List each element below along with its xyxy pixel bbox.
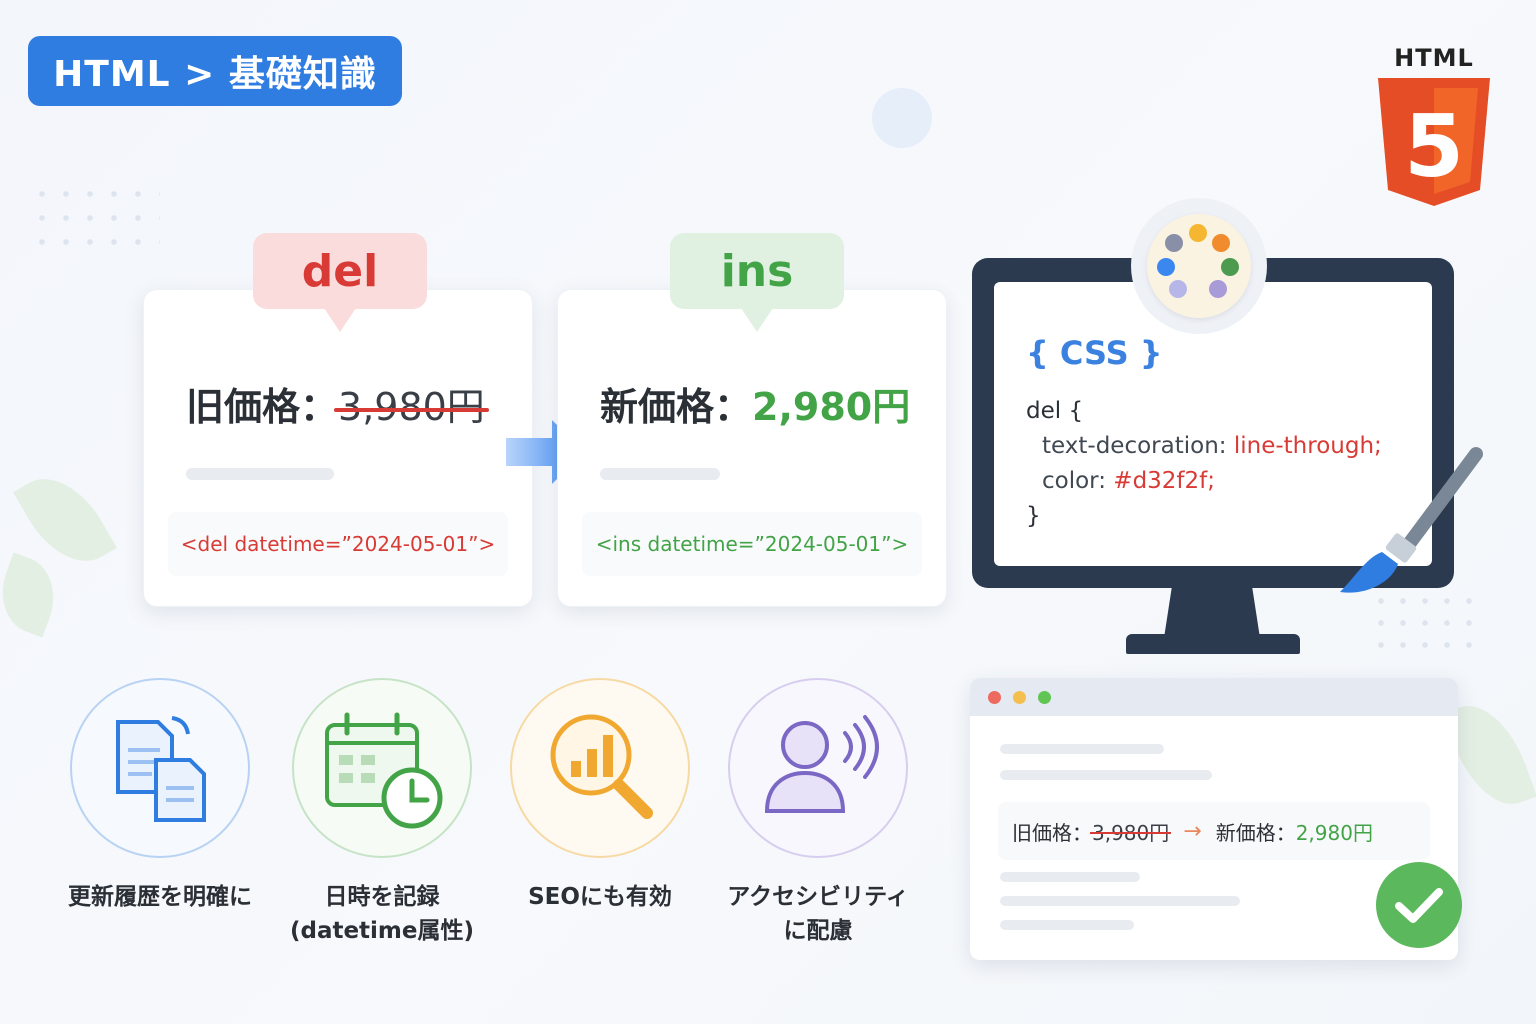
feature-accessibility-label: アクセシビリティに配慮 [727,884,909,944]
close-window-button[interactable] [988,691,1001,704]
css-selector-line: del { [1026,398,1084,424]
result-new-value: 2,980円 [1295,820,1373,845]
html-logo-label: HTML [1394,44,1474,72]
del-tag-pointer [324,308,356,332]
ins-code-chip: <ins datetime=”2024-05-01”> [582,512,922,576]
del-tag: del [253,233,427,309]
result-arrow: → [1183,818,1202,844]
ins-tag: ins [670,233,844,309]
result-old-label: 旧価格： [1012,820,1092,845]
paintbrush-icon [1340,447,1483,593]
css-title: { CSS } [1026,334,1163,372]
placeholder-line [186,468,334,480]
old-price: 旧価格：3,980円 [186,376,489,431]
placeholder-line [600,468,720,480]
feature-datetime-label: 日時を記録(datetime属性) [289,884,475,944]
placeholder-line [1000,920,1134,930]
checkmark-icon [1376,862,1462,948]
del-code-chip: <del datetime=”2024-05-01”> [168,512,508,576]
new-price-label: 新価格： [600,385,753,429]
leaf-decoration [0,552,67,638]
feature-datetime-circle [292,678,472,858]
new-price-value: 2,980円 [752,385,911,429]
browser-toolbar [970,678,1458,716]
feature-history-label: 更新履歴を明確に [68,884,252,910]
old-price-label: 旧価格： [186,385,339,429]
html5-logo-icon: 5 [1378,78,1490,206]
css-close-brace: } [1026,503,1041,529]
maximize-window-button[interactable] [1038,691,1051,704]
calendar-clock-icon [325,712,443,829]
user-voice-icon [764,715,879,813]
dots-decoration [1370,590,1480,660]
css-rule-color: color: #d32f2f; [1042,468,1216,494]
placeholder-line [1000,744,1164,754]
price-result-row: 旧価格：3,980円 → 新価格：2,980円 [998,802,1430,860]
feature-history-circle [70,678,250,858]
monitor-stand [1164,588,1260,638]
placeholder-line [1000,896,1240,906]
old-price-value: 3,980円 [334,385,489,429]
placeholder-line [1000,872,1140,882]
result-old-value: 3,980円 [1090,820,1172,845]
html5-number: 5 [1404,97,1464,197]
color-palette-icon [1147,214,1251,318]
dots-decoration [30,182,160,262]
search-chart-icon [550,714,653,819]
ins-tag-pointer [741,308,773,332]
minimize-window-button[interactable] [1013,691,1026,704]
circle-decoration [872,88,932,148]
documents-icon [116,716,206,822]
breadcrumb[interactable]: HTML > 基礎知識 [28,36,402,106]
new-price: 新価格：2,980円 [600,376,910,431]
feature-seo-circle [510,678,690,858]
feature-seo-label: SEOにも有効 [528,884,672,910]
css-rule-text-decoration: text-decoration: line-through; [1042,433,1382,459]
result-new-label: 新価格： [1215,820,1296,845]
placeholder-line [1000,770,1212,780]
feature-accessibility-circle [728,678,908,858]
monitor-base [1126,634,1300,654]
